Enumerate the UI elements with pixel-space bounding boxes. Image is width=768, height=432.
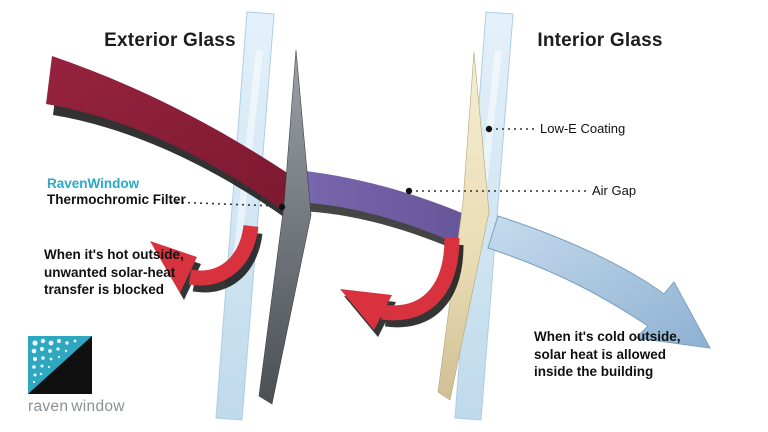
transmitted-heat-arrow (487, 215, 711, 349)
logo-word-raven: raven (28, 398, 69, 415)
reflected-heat-arrow-right (340, 237, 460, 330)
thermochromic-filter-pane (258, 49, 312, 405)
hot-outside-note: When it's hot outside, unwanted solar-he… (44, 247, 184, 298)
filter-leader-dot (278, 203, 286, 211)
air-gap-label: Air Gap (592, 183, 637, 198)
filter-line2: Thermochromic Filter (47, 192, 186, 208)
thermochromic-filter-label: RavenWindow Thermochromic Filter (47, 176, 186, 208)
exterior-glass-title: Exterior Glass (104, 30, 236, 51)
air-gap-leader-dot (405, 187, 413, 195)
low-e-coated-pane (437, 51, 490, 401)
logo-word-window: window (71, 398, 125, 415)
raven-window-logo-icon (28, 336, 92, 394)
logo-dot-pattern (31, 338, 77, 384)
reflected-heat-arrow-left (150, 224, 259, 293)
interior-glass-title: Interior Glass (537, 30, 663, 51)
low-e-coating-label: Low-E Coating (540, 121, 626, 136)
cold-outside-note: When it's cold outside, solar heat is al… (534, 329, 681, 380)
filtered-heat-arrow (293, 170, 478, 250)
filter-brand-name: RavenWindow (47, 176, 140, 191)
solar-heat-arrow (46, 56, 292, 214)
low-e-leader-dot (485, 125, 493, 133)
